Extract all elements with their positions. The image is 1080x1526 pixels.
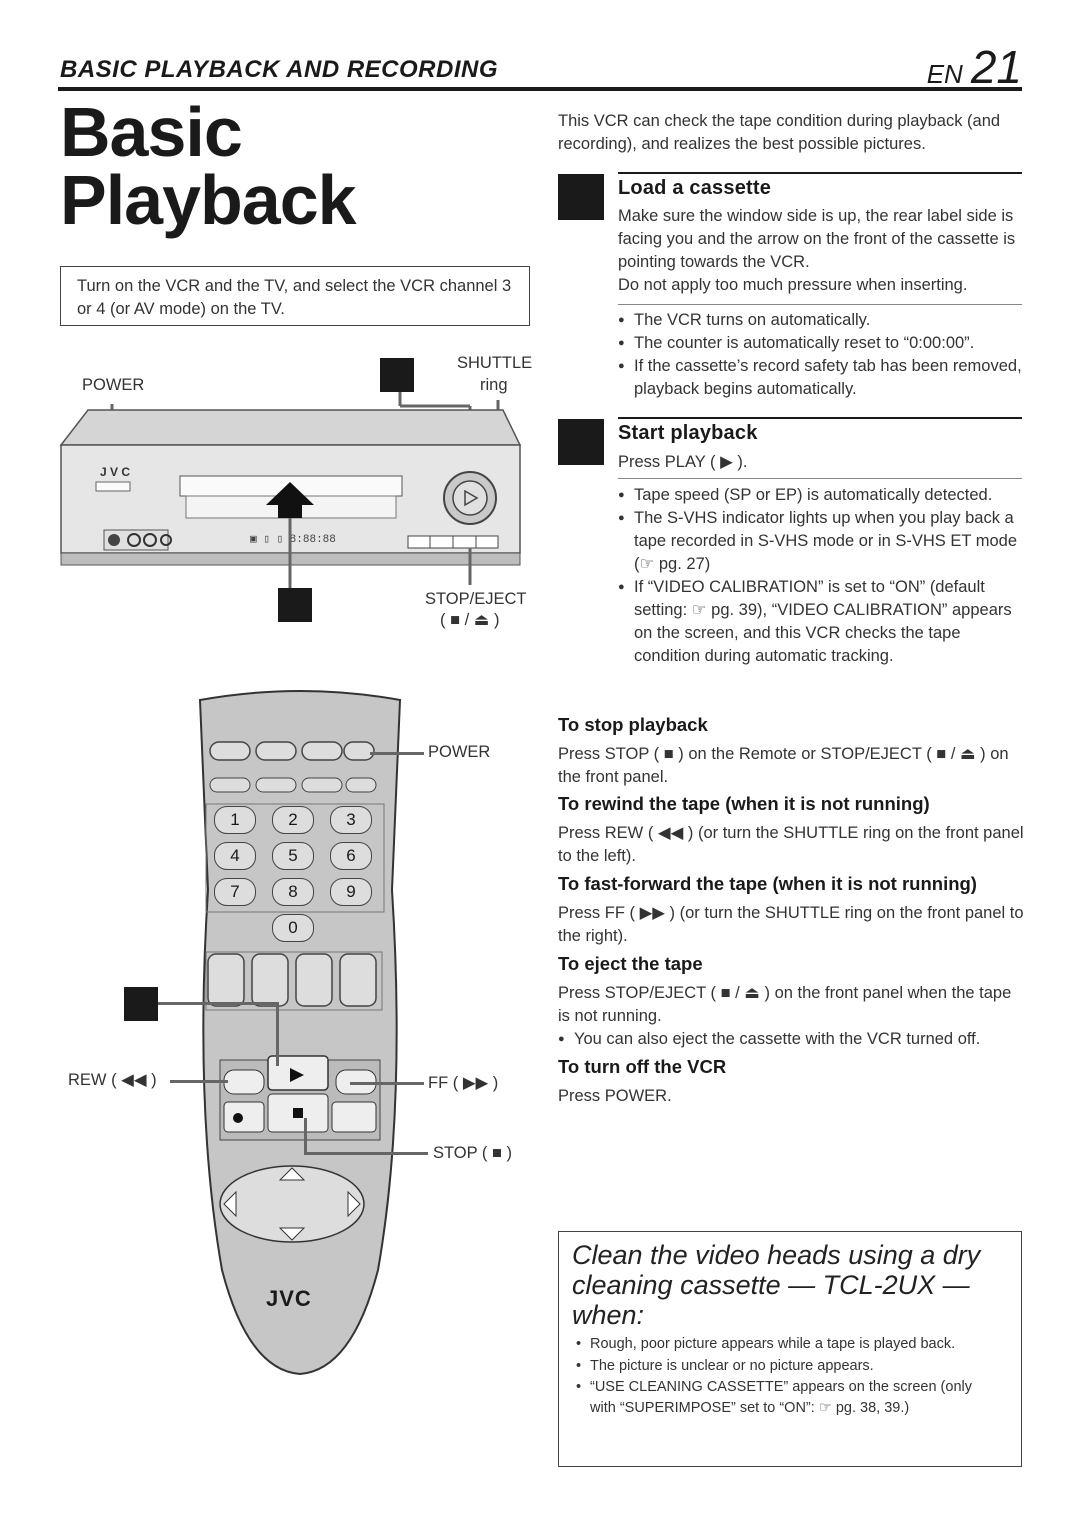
remote-key-9[interactable]: 9 — [330, 878, 372, 906]
cleaning-note-item: Rough, poor picture appears while a tape… — [574, 1334, 994, 1355]
remote-stop-callout-v — [304, 1118, 307, 1154]
page-number: 21 — [970, 41, 1022, 93]
stop-playback-text: Press STOP ( ■ ) on the Remote or STOP/E… — [558, 745, 1009, 786]
eject-bullet: You can also eject the cassette with the… — [558, 1028, 1040, 1051]
vcr-drawing: J V C ▣ ▯ ▯ 8:88:88 — [59, 390, 522, 588]
remote-key-0[interactable]: 0 — [272, 914, 314, 942]
vcr-power-label: POWER — [82, 376, 145, 394]
remote-keypad: 1 2 3 4 5 6 7 8 9 0 — [214, 806, 384, 946]
remote-key-5[interactable]: 5 — [272, 842, 314, 870]
step1-bullet: The counter is automatically reset to “0… — [618, 332, 1022, 355]
step1-body-line1: Make sure the window side is up, the rea… — [618, 207, 1016, 271]
remote-play-callout-h — [158, 1002, 278, 1005]
step1-divider — [618, 304, 1022, 305]
cleaning-note-item: The picture is unclear or no picture app… — [574, 1356, 994, 1377]
page-title-line2: Playback — [60, 161, 357, 239]
section-title: BASIC PLAYBACK AND RECORDING — [60, 56, 499, 83]
cleaning-note-box — [558, 1231, 1022, 1467]
turn-off-text: Press POWER. — [558, 1087, 672, 1105]
step1-body-line2: Do not apply too much pressure when inse… — [618, 276, 968, 294]
step1-bullets: The VCR turns on automatically. The coun… — [618, 309, 1022, 401]
remote-stop-callout-h — [304, 1152, 428, 1155]
page-title-line1: Basic — [60, 93, 243, 171]
remote-key-7[interactable]: 7 — [214, 878, 256, 906]
remote-brand-logo: JVC — [266, 1286, 312, 1311]
language-code: EN — [926, 59, 963, 89]
remote-key-4[interactable]: 4 — [214, 842, 256, 870]
remote-key-3[interactable]: 3 — [330, 806, 372, 834]
turn-off-title: To turn off the VCR — [558, 1056, 727, 1077]
vcr-ring-label: ring — [480, 376, 508, 394]
page-title: Basic Playback — [60, 93, 357, 239]
eject-title: To eject the tape — [558, 953, 703, 974]
step2-bullet: Tape speed (SP or EP) is automatically d… — [618, 484, 1022, 507]
step2-divider — [618, 478, 1022, 479]
remote-key-6[interactable]: 6 — [330, 842, 372, 870]
rewind-text: Press REW ( ◀◀ ) (or turn the SHUTTLE ri… — [558, 824, 1024, 865]
step1-marker — [558, 174, 604, 220]
remote-key-1[interactable]: 1 — [214, 806, 256, 834]
remote-step2-marker — [124, 987, 158, 1021]
remote-key-8[interactable]: 8 — [272, 878, 314, 906]
remote-play-callout-v — [276, 1002, 279, 1066]
cleaning-note-title: Clean the video heads using a dry cleani… — [572, 1240, 981, 1330]
fast-forward-title: To fast-forward the tape (when it is not… — [558, 873, 977, 894]
step1-bullet: If the cassette’s record safety tab has … — [618, 355, 1022, 401]
cleaning-note-item: “USE CLEANING CASSETTE” appears on the s… — [574, 1377, 994, 1418]
step1-bullet: The VCR turns on automatically. — [618, 309, 1022, 332]
header-rule — [58, 87, 1022, 91]
step2-title: Start playback — [618, 422, 758, 444]
fast-forward-text: Press FF ( ▶▶ ) (or turn the SHUTTLE rin… — [558, 904, 1024, 945]
step2-bullet: The S-VHS indicator lights up when you p… — [618, 507, 1022, 576]
remote-rew-callout — [170, 1080, 228, 1083]
remote-ff-label: FF ( ▶▶ ) — [428, 1074, 499, 1092]
step2-body: Press PLAY ( ▶ ). — [618, 453, 748, 471]
remote-stop-label: STOP ( ■ ) — [433, 1144, 513, 1162]
rewind-title: To rewind the tape (when it is not runni… — [558, 793, 930, 814]
step1-rule — [618, 172, 1022, 174]
intro-box: Turn on the VCR and the TV, and select t… — [60, 266, 530, 326]
vcr-stop-eject-label: STOP/EJECT — [425, 590, 527, 608]
vcr-shuttle-label: SHUTTLE — [457, 354, 533, 372]
svg-text:J V C: J V C — [100, 465, 130, 479]
remote-power-label: POWER — [428, 743, 491, 761]
svg-text:▣ ▯ ▯ 8:88:88: ▣ ▯ ▯ 8:88:88 — [250, 534, 336, 546]
vcr-step1-marker — [380, 358, 414, 392]
right-intro: This VCR can check the tape condition du… — [558, 112, 1001, 153]
vcr-step2-marker — [278, 588, 312, 622]
remote-illustration — [180, 690, 420, 1380]
stop-playback-title: To stop playback — [558, 714, 708, 735]
cleaning-note-list: Rough, poor picture appears while a tape… — [574, 1334, 994, 1419]
remote-rew-label: REW ( ◀◀ ) — [68, 1071, 157, 1089]
step2-rule — [618, 417, 1022, 419]
vcr-stop-eject-symbols: ( ■ / ⏏ ) — [440, 611, 500, 629]
step2-marker — [558, 419, 604, 465]
step2-bullets: Tape speed (SP or EP) is automatically d… — [618, 484, 1022, 668]
remote-drawing — [198, 690, 402, 1376]
remote-key-2[interactable]: 2 — [272, 806, 314, 834]
step1-body: Make sure the window side is up, the rea… — [618, 205, 1022, 297]
step1-title: Load a cassette — [618, 177, 772, 199]
vcr-illustration: J V C ▣ ▯ ▯ 8:88:88 — [58, 340, 528, 630]
eject-text: Press STOP/EJECT ( ■ / ⏏ ) on the front … — [558, 984, 1012, 1025]
remote-ff-callout — [350, 1082, 424, 1085]
remote-power-callout — [370, 752, 424, 755]
step2-bullet: If “VIDEO CALIBRATION” is set to “ON” (d… — [618, 576, 1022, 668]
